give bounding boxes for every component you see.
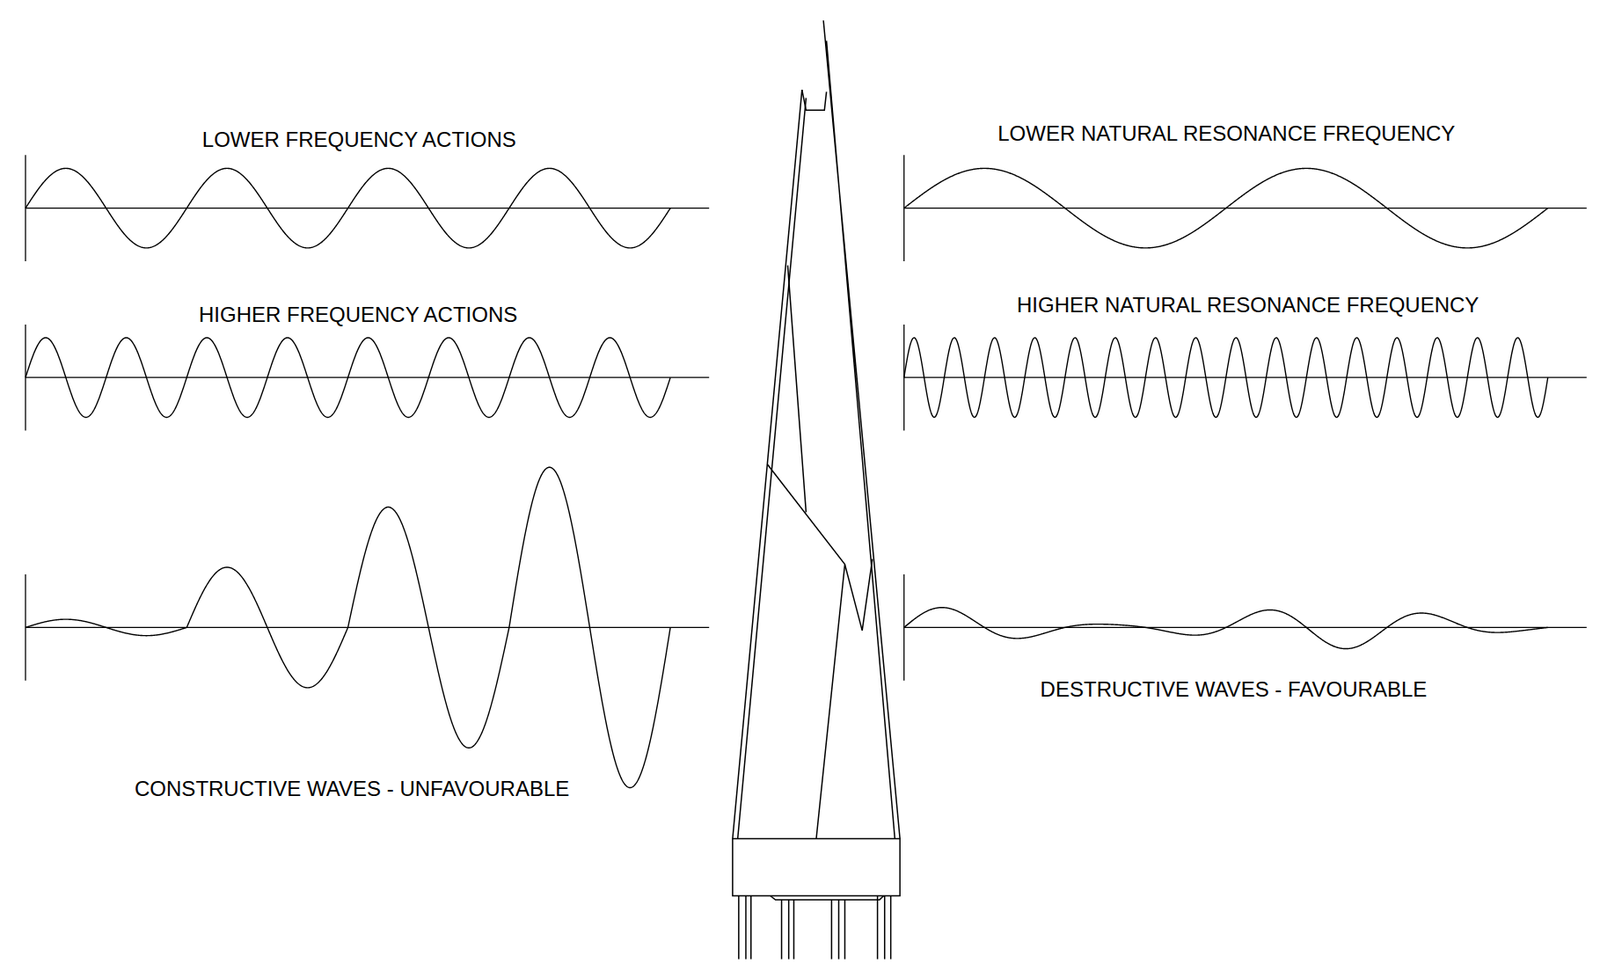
axis-horizontal [25,627,709,629]
pile-cap-underside [770,895,885,900]
piles [738,895,892,959]
tower-elevation [732,20,900,959]
plot-caption: DESTRUCTIVE WAVES - FAVOURABLE [1040,678,1428,702]
lower-frequency-wave [25,154,709,262]
wave-curve [904,168,1549,248]
wave-curve [904,607,1549,650]
tower-top [802,89,827,110]
lower-resonance-wave [904,154,1587,262]
pile-cap [732,839,900,897]
plot-title: LOWER NATURAL RESONANCE FREQUENCY [997,122,1455,146]
plot-title: HIGHER FREQUENCY ACTIONS [198,303,518,327]
wave-curve [25,467,671,788]
wave-curve [25,168,671,248]
axis-horizontal [25,377,709,379]
tower-outline [732,20,900,839]
constructive-wave [25,467,709,788]
wave-curve [25,337,671,417]
wave-curve [904,337,1549,417]
plot-caption: CONSTRUCTIVE WAVES - UNFAVOURABLE [134,776,570,800]
plot-title: HIGHER NATURAL RESONANCE FREQUENCY [1016,293,1479,317]
axis-horizontal [25,207,709,209]
higher-frequency-wave [25,324,709,432]
higher-resonance-wave [904,324,1587,432]
tower-facet-lines [767,265,872,840]
axis-horizontal [904,207,1587,209]
wave-plots [25,154,1587,788]
destructive-wave [904,574,1587,681]
axis-horizontal [904,377,1587,379]
axis-horizontal [904,627,1587,629]
plot-title: LOWER FREQUENCY ACTIONS [202,128,517,152]
